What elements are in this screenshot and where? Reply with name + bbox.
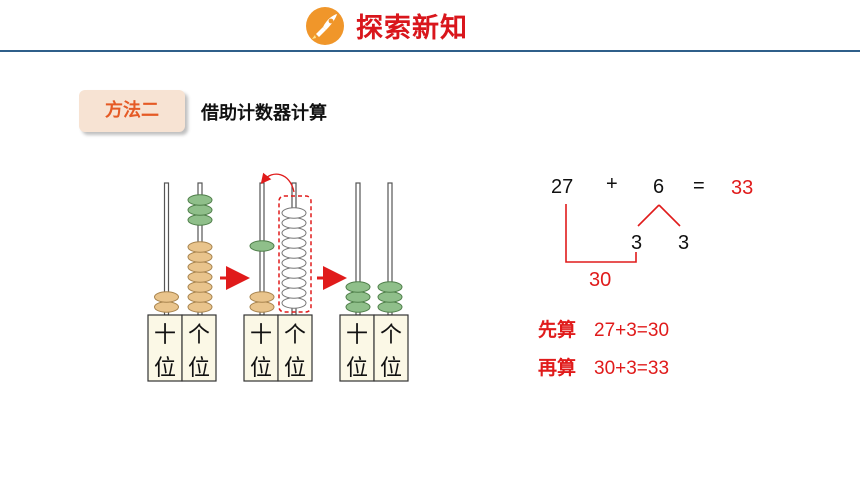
bead-tan xyxy=(249,301,275,313)
split-lines xyxy=(565,204,681,263)
bead-ghost xyxy=(281,217,307,229)
ones-label-2: 位 xyxy=(380,356,402,381)
abacus-stage-3 xyxy=(339,182,409,382)
addend-a: 27 xyxy=(551,176,574,198)
abacus-stage-2 xyxy=(243,172,313,382)
ones-label-1: 个 xyxy=(380,323,402,348)
tens-label-2: 位 xyxy=(250,356,272,381)
bead-ghost xyxy=(281,227,307,239)
bead-green xyxy=(187,214,213,226)
method-tag-label: 方法二 xyxy=(105,100,159,121)
bead-green xyxy=(187,194,213,206)
split-right: 3 xyxy=(678,232,690,254)
header-divider xyxy=(0,50,860,52)
tens-label-1: 十 xyxy=(250,323,272,348)
bead-ghost xyxy=(281,267,307,279)
tens-label-1: 十 xyxy=(154,323,176,348)
addend-b: 6 xyxy=(653,176,665,198)
plus-sign: + xyxy=(606,173,618,195)
tens-label-2: 位 xyxy=(346,356,368,381)
bead-green xyxy=(345,291,371,303)
equals-sign: = xyxy=(693,175,705,197)
abacus-stage-1 xyxy=(147,182,217,382)
step-1-label: 先算 xyxy=(538,319,577,341)
carry-arrow-icon xyxy=(260,172,295,193)
bead-green xyxy=(187,204,213,216)
bead-ghost xyxy=(281,277,307,289)
bead-ghost xyxy=(281,237,307,249)
step-2-label: 再算 xyxy=(538,357,577,379)
bead-ghost xyxy=(281,257,307,269)
ones-label-2: 位 xyxy=(188,356,210,381)
subtotal: 30 xyxy=(589,269,612,291)
ones-label-2: 位 xyxy=(284,356,306,381)
tens-label-2: 位 xyxy=(154,356,176,381)
split-left: 3 xyxy=(631,232,643,254)
bead-tan xyxy=(249,291,275,303)
ones-label-1: 个 xyxy=(188,323,210,348)
step-2-expr: 30+3=33 xyxy=(594,358,670,379)
rocket-icon xyxy=(306,7,344,45)
bead-tan xyxy=(187,241,213,253)
bead-ghost xyxy=(281,297,307,309)
bead-ghost xyxy=(281,207,307,219)
bead-green xyxy=(345,301,371,313)
bead-tan xyxy=(187,291,213,303)
tens-label-1: 十 xyxy=(346,323,368,348)
bead-tan xyxy=(154,301,179,313)
bead-tan xyxy=(187,271,213,283)
bead-green xyxy=(377,291,403,303)
bead-ghost xyxy=(281,247,307,259)
bead-green xyxy=(249,240,275,252)
bead-green xyxy=(345,281,371,293)
section-title: 探索新知 xyxy=(356,13,468,44)
bead-tan xyxy=(154,291,179,303)
bead-ghost xyxy=(281,287,307,299)
ones-label-1: 个 xyxy=(284,323,306,348)
method-description: 借助计数器计算 xyxy=(201,103,327,124)
step-1: 先算 27+3=30 xyxy=(538,315,669,342)
bead-tan xyxy=(187,261,213,273)
bead-green xyxy=(377,301,403,313)
step-2: 再算 30+3=33 xyxy=(538,353,669,380)
carry-highlight-box xyxy=(278,195,312,313)
bead-tan xyxy=(187,301,213,313)
method-tag: 方法二 xyxy=(79,90,185,132)
bead-tan xyxy=(187,281,213,293)
result: 33 xyxy=(731,177,754,199)
step-1-expr: 27+3=30 xyxy=(594,320,670,341)
bead-green xyxy=(377,281,403,293)
bead-tan xyxy=(187,251,213,263)
